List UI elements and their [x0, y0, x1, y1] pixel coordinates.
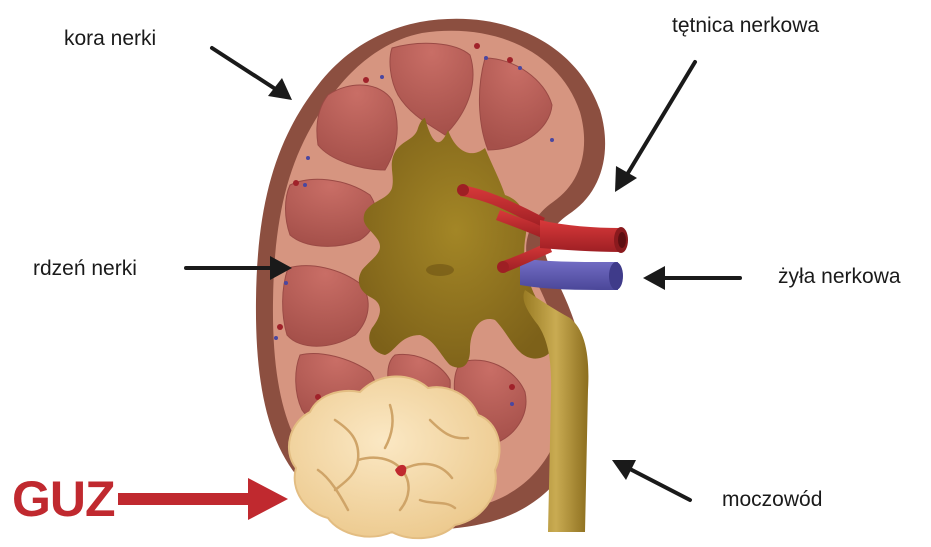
arrow-cortex-head: [268, 78, 292, 100]
label-ureter: moczowód: [722, 488, 822, 512]
tumor-body: [289, 376, 500, 538]
artery-branch-cap: [457, 184, 469, 196]
pelvis-shadow: [426, 264, 454, 276]
arrow-ureter: [628, 468, 690, 500]
arrow-tumor-head: [248, 478, 288, 520]
label-vein: żyła nerkowa: [778, 265, 901, 289]
arrow-artery: [625, 62, 695, 178]
arrow-tumor: [118, 478, 288, 520]
label-medulla: rdzeń nerki: [33, 257, 137, 281]
renal-vein-end: [609, 262, 623, 290]
renal-artery-main: [540, 220, 620, 252]
artery-branch-cap: [497, 261, 509, 273]
label-cortex: kora nerki: [64, 27, 156, 51]
label-tumor: GUZ: [12, 470, 115, 528]
label-artery: tętnica nerkowa: [672, 14, 819, 38]
renal-artery-end-lumen: [618, 232, 626, 248]
arrow-artery-head: [615, 166, 637, 192]
arrow-cortex: [212, 48, 280, 92]
tumor: [289, 376, 500, 538]
renal-vein: [520, 258, 618, 290]
arrow-vein-head: [643, 266, 665, 290]
